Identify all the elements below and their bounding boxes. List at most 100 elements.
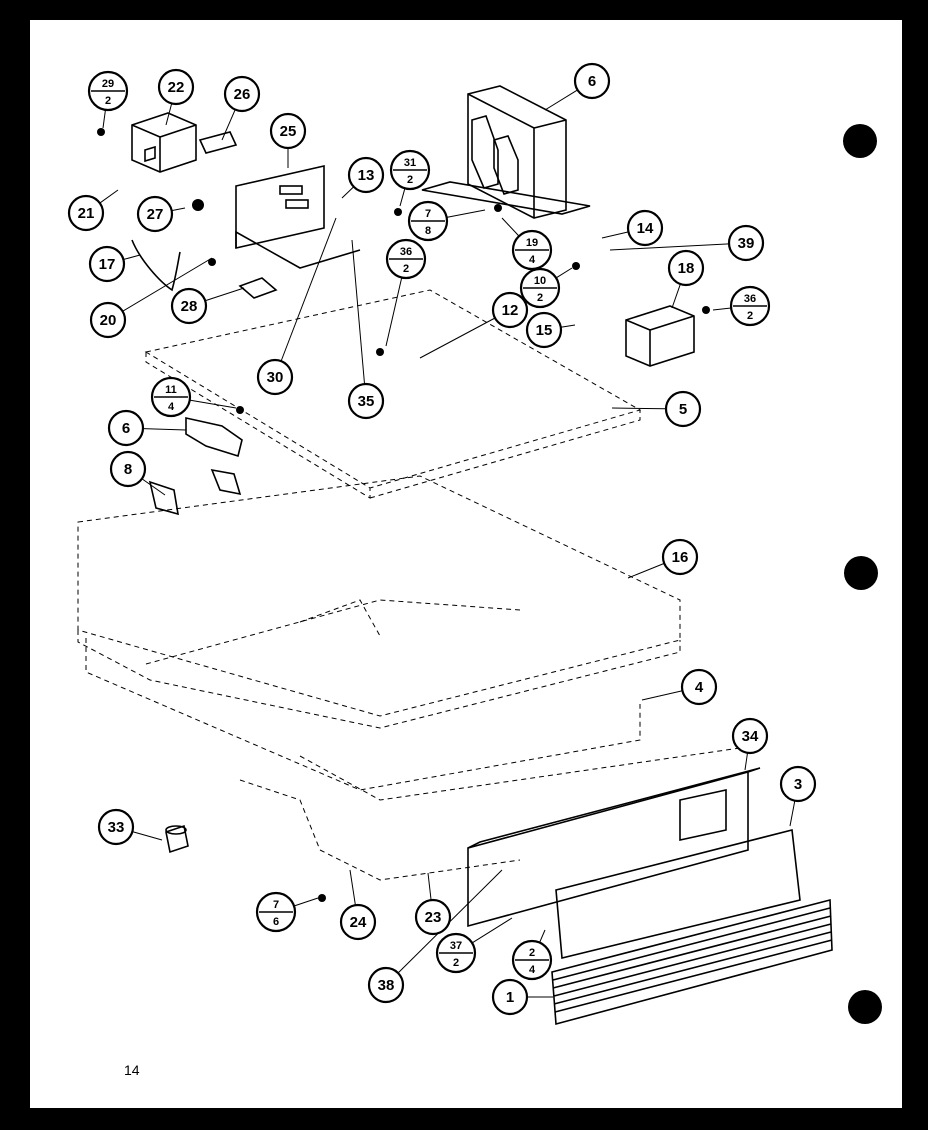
callout-24: 24 xyxy=(339,903,377,941)
leader-line xyxy=(189,399,237,409)
callout-circle xyxy=(491,978,529,1016)
callout-text: 1 xyxy=(506,989,514,1006)
callout-text: 18 xyxy=(678,260,695,277)
part-base-tray xyxy=(77,475,681,729)
callout-21: 21 xyxy=(67,194,105,232)
fraction-10-2: 102 xyxy=(519,267,561,309)
callout-text: 4 xyxy=(695,679,704,696)
binder-hole-top xyxy=(843,124,877,158)
page-number: 14 xyxy=(124,1062,140,1078)
fraction-11-4: 114 xyxy=(150,376,192,418)
callout-circle xyxy=(525,311,563,349)
callout-33: 33 xyxy=(97,808,135,846)
callout-circle xyxy=(661,538,699,576)
callout-text: 30 xyxy=(267,369,284,386)
leader-line xyxy=(102,109,106,129)
callout-circle xyxy=(170,287,208,325)
callout-22: 22 xyxy=(157,68,195,106)
callout-26: 26 xyxy=(223,75,261,113)
part-bracket xyxy=(625,305,695,367)
fraction-numerator: 11 xyxy=(165,384,177,396)
fraction-numerator: 31 xyxy=(404,157,416,169)
callout-circle xyxy=(88,245,126,283)
callout-text: 25 xyxy=(280,123,297,140)
fraction-7-6: 76 xyxy=(255,891,297,933)
callout-circle xyxy=(157,68,195,106)
callout-circle xyxy=(367,966,405,1004)
leader-line xyxy=(341,186,355,199)
fraction-31-2: 312 xyxy=(389,149,431,191)
leader-line xyxy=(446,209,486,218)
callout-text: 8 xyxy=(124,461,132,478)
callout-text: 39 xyxy=(738,235,755,252)
callout-circle xyxy=(347,156,385,194)
callout-text: 28 xyxy=(181,298,198,315)
fraction-denominator: 4 xyxy=(529,964,536,976)
leader-lines xyxy=(99,89,796,998)
callout-text: 13 xyxy=(358,167,375,184)
part-wire xyxy=(131,239,181,292)
part-relay-housing xyxy=(131,112,238,173)
fraction-denominator: 2 xyxy=(747,310,753,322)
leader-line xyxy=(427,872,432,901)
leader-line xyxy=(419,317,496,359)
callout-text: 12 xyxy=(502,302,519,319)
leader-line xyxy=(132,831,163,841)
callout-16: 16 xyxy=(661,538,699,576)
leader-line xyxy=(789,800,796,827)
part-cover xyxy=(238,277,278,299)
leader-line xyxy=(611,407,667,410)
callout-circle xyxy=(680,668,718,706)
callout-1: 1 xyxy=(491,978,529,1016)
fraction-numerator: 19 xyxy=(526,237,538,249)
callout-circle xyxy=(667,249,705,287)
callout-text: 33 xyxy=(108,819,125,836)
fraction-numerator: 36 xyxy=(400,246,412,258)
callout-text: 16 xyxy=(672,549,689,566)
fraction-denominator: 8 xyxy=(425,225,431,237)
callout-circle xyxy=(347,382,385,420)
callout-17: 17 xyxy=(88,245,126,283)
fraction-denominator: 6 xyxy=(273,916,279,928)
binder-hole-middle xyxy=(844,556,878,590)
fraction-denominator: 2 xyxy=(407,174,413,186)
fraction-numerator: 37 xyxy=(450,940,462,952)
callout-20: 20 xyxy=(89,301,127,339)
callout-text: 17 xyxy=(99,256,116,273)
callout-circle xyxy=(223,75,261,113)
callout-14: 14 xyxy=(626,209,664,247)
leader-line xyxy=(560,324,576,328)
part-control-panel xyxy=(235,164,361,269)
callout-circle xyxy=(491,291,529,329)
part-transformer xyxy=(421,85,591,219)
leader-line xyxy=(555,267,573,279)
callout-39: 39 xyxy=(727,224,765,262)
callout-4: 4 xyxy=(680,668,718,706)
leader-line xyxy=(385,277,403,347)
fraction-denominator: 4 xyxy=(529,254,536,266)
callout-circle xyxy=(109,450,147,488)
fraction-numerator: 36 xyxy=(744,293,756,305)
callout-text: 27 xyxy=(147,206,164,223)
callout-circle xyxy=(339,903,377,941)
callout-circle xyxy=(107,409,145,447)
callout-12: 12 xyxy=(491,291,529,329)
callout-text: 38 xyxy=(378,977,395,994)
callout-circle xyxy=(414,898,452,936)
part-plug xyxy=(165,824,189,854)
fraction-numerator: 7 xyxy=(273,899,279,911)
callout-text: 20 xyxy=(100,312,117,329)
callout-circle xyxy=(136,195,174,233)
leader-line xyxy=(142,428,187,431)
callout-text: 35 xyxy=(358,393,375,410)
part-grille-housing xyxy=(467,767,801,959)
callout-text: 15 xyxy=(536,322,553,339)
callout-text: 6 xyxy=(122,420,130,437)
callout-text: 6 xyxy=(588,73,596,90)
fraction-numerator: 10 xyxy=(534,275,546,287)
part-small-bracket xyxy=(148,417,243,516)
callout-text: 14 xyxy=(637,220,654,237)
callout-circle xyxy=(727,224,765,262)
